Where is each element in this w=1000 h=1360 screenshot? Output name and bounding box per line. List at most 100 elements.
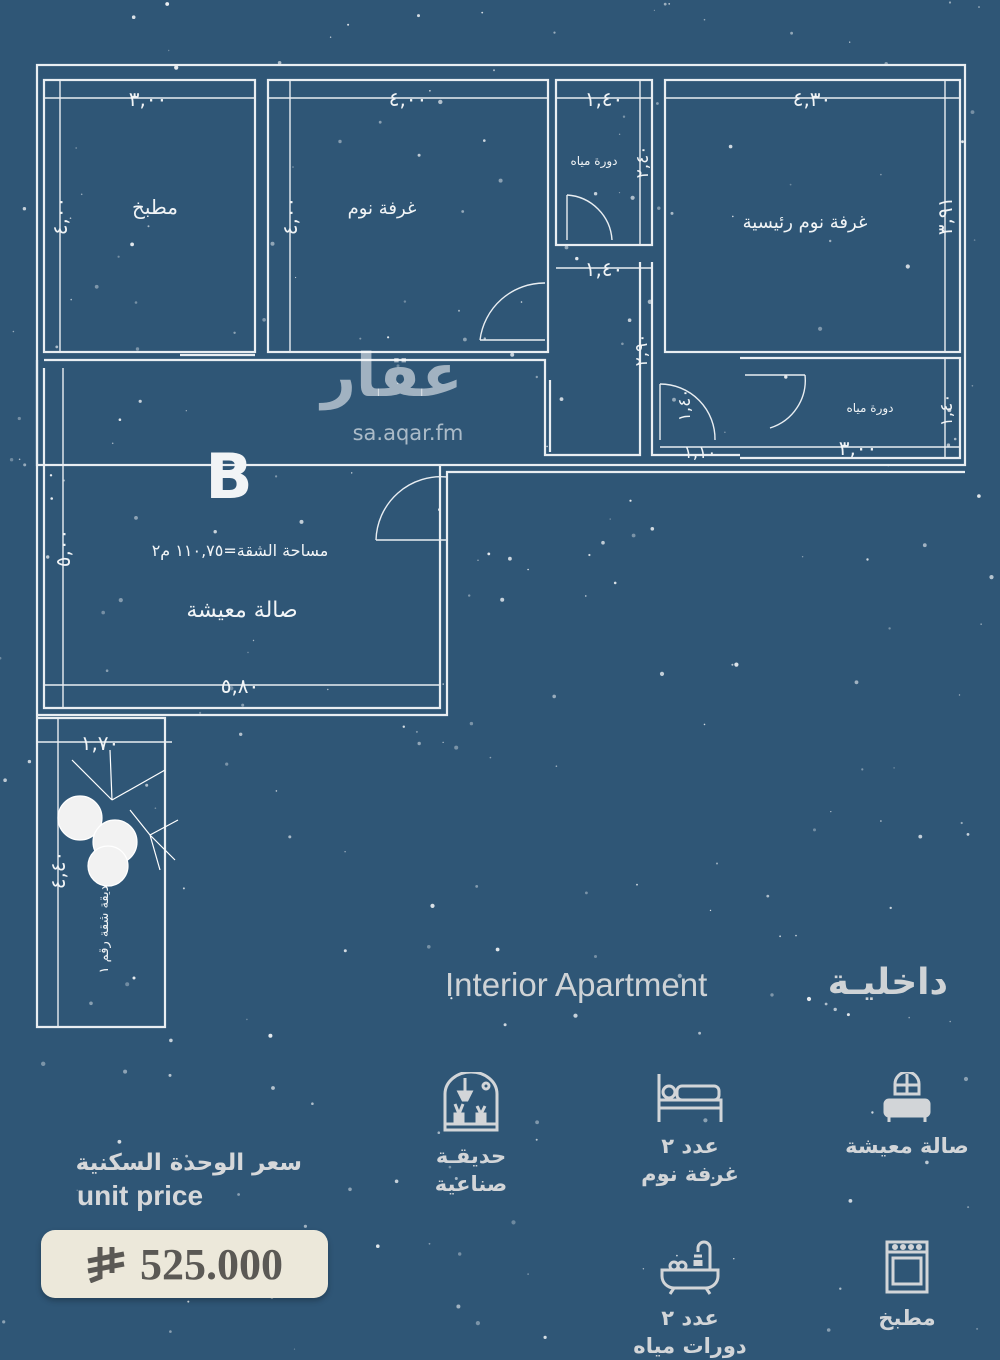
heading-arabic: داخليـة: [827, 962, 948, 1003]
star: [629, 499, 632, 502]
feature-garden: حديقـة صناعية: [386, 1072, 556, 1198]
star: [989, 575, 994, 580]
star: [849, 41, 851, 43]
star: [138, 399, 142, 403]
star: [387, 336, 390, 339]
room-label-garden: حديقة شقة رقم ١: [97, 877, 112, 974]
star: [946, 443, 951, 447]
star: [724, 431, 726, 433]
greenhouse-plant-icon: [443, 1072, 499, 1132]
star: [454, 745, 459, 750]
star: [795, 934, 797, 937]
star: [627, 318, 632, 323]
star: [553, 31, 556, 34]
star: [46, 555, 50, 559]
star: [442, 741, 444, 744]
star: [527, 1273, 529, 1275]
dim-bedroom-width: ٤,٠٠: [389, 87, 428, 111]
star: [75, 147, 78, 149]
star: [801, 556, 804, 558]
star: [275, 790, 278, 792]
star: [327, 688, 329, 691]
star: [922, 543, 927, 548]
feature-bathrooms: عدد ٢ دورات مياه: [605, 1238, 775, 1360]
star: [839, 1287, 842, 1290]
star: [262, 318, 266, 322]
star: [483, 139, 486, 142]
star: [790, 31, 793, 35]
star: [376, 1244, 380, 1248]
star: [69, 217, 72, 219]
star: [866, 558, 869, 561]
price-box: 525.000: [41, 1230, 328, 1298]
star: [779, 935, 781, 938]
apartment-area-label: مساحة الشقة=١١٠,٧٥ م٢: [152, 541, 329, 560]
star: [500, 597, 505, 602]
star: [703, 1118, 708, 1123]
star: [980, 623, 982, 625]
star: [344, 851, 346, 853]
star: [618, 192, 621, 194]
star: [229, 686, 234, 691]
star: [233, 331, 236, 334]
star: [94, 284, 99, 289]
star: [130, 242, 135, 247]
star: [415, 730, 418, 733]
star: [971, 385, 974, 387]
star: [246, 1018, 248, 1021]
star: [642, 1268, 645, 1270]
star: [458, 309, 460, 312]
star: [187, 1300, 190, 1303]
star: [199, 711, 202, 715]
dim-bath2-height: ١,٤٠: [937, 394, 957, 427]
star: [564, 245, 569, 250]
star: [118, 418, 122, 422]
star: [427, 945, 431, 949]
star: [520, 301, 523, 303]
star: [213, 530, 217, 534]
star: [653, 9, 656, 11]
star: [854, 680, 859, 685]
star: [925, 1160, 929, 1165]
star: [239, 732, 243, 736]
star: [165, 2, 170, 6]
star: [0, 656, 2, 660]
star: [70, 298, 72, 301]
star: [656, 1179, 659, 1182]
star: [275, 475, 278, 478]
unit-letter: B: [205, 440, 252, 513]
watermark-url: sa.aqar.fm: [353, 421, 464, 445]
bathtub-shower-icon: [660, 1240, 720, 1295]
star: [429, 90, 431, 92]
star: [630, 195, 635, 200]
star: [657, 206, 661, 210]
star: [222, 472, 225, 474]
star: [656, 102, 659, 105]
star: [105, 669, 109, 672]
star: [268, 1033, 273, 1038]
star: [247, 651, 249, 654]
star: [311, 1102, 314, 1105]
star: [888, 627, 891, 630]
room-label-kitchen: مطبخ: [132, 195, 178, 219]
star: [299, 519, 304, 524]
star: [659, 1173, 662, 1176]
star: [293, 1348, 296, 1350]
room-label-master-bedroom: غرفة نوم رئيسية: [743, 212, 868, 233]
star: [978, 6, 980, 8]
star: [185, 410, 187, 412]
star: [49, 474, 53, 477]
dim-living-height: ٥,٠٠: [51, 529, 75, 568]
star: [893, 767, 895, 769]
star: [766, 894, 770, 898]
star: [241, 703, 245, 707]
star: [458, 1252, 462, 1256]
star: [829, 239, 832, 243]
star: [145, 783, 149, 787]
star: [468, 594, 471, 597]
star: [80, 193, 83, 196]
star: [918, 834, 923, 839]
star: [295, 276, 297, 279]
star: [347, 23, 350, 26]
star: [784, 375, 788, 379]
